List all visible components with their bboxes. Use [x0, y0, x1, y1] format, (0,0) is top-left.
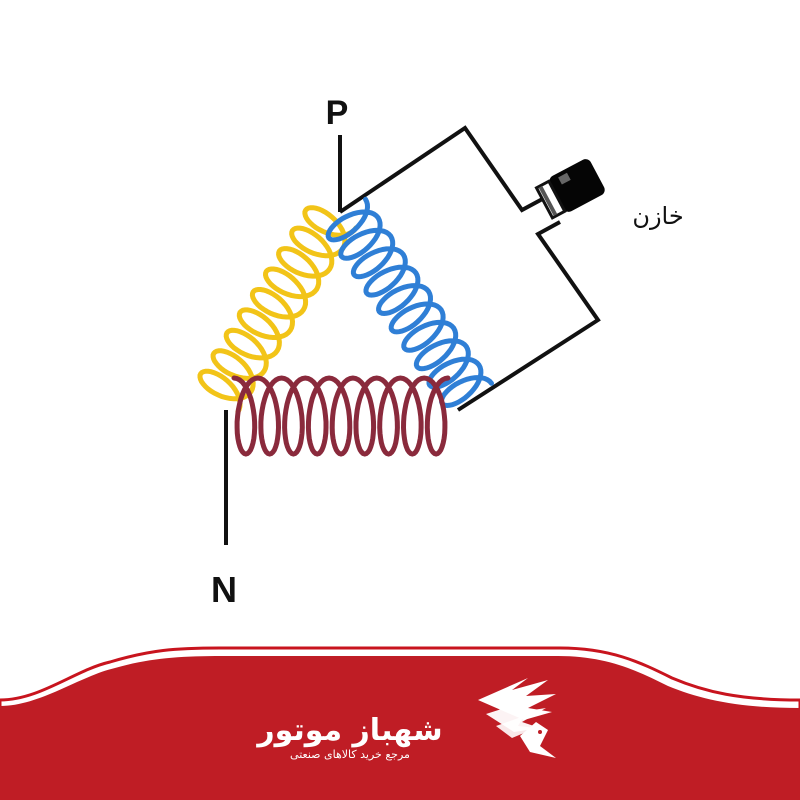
- neutral-label: N: [211, 569, 237, 610]
- footer-band-outline: [0, 646, 800, 800]
- brand-tagline: مرجع خرید کالاهای صنعتی: [290, 748, 410, 761]
- footer-band: [0, 646, 800, 800]
- eagle-wing-icon: [478, 678, 556, 758]
- blue-winding-coil: [325, 196, 494, 409]
- capacitor-top-wire: [338, 125, 549, 214]
- maroon-winding-coil: [231, 375, 451, 457]
- capacitor-icon: [534, 159, 605, 220]
- capacitor-bottom-wire: [456, 220, 601, 412]
- footer-band-fill: [0, 656, 800, 800]
- coil-maroon-helix: [231, 375, 451, 457]
- wiring: [224, 125, 601, 545]
- brand-name: شهباز موتور: [257, 713, 443, 748]
- phase-label: P: [326, 94, 349, 132]
- capacitor-label: خازن: [632, 202, 683, 230]
- brand-block: شهباز موتور مرجع خرید کالاهای صنعتی: [250, 714, 450, 762]
- coil-yellow-helix: [197, 205, 359, 415]
- coil-blue-helix: [325, 196, 494, 409]
- yellow-winding-coil: [197, 205, 359, 415]
